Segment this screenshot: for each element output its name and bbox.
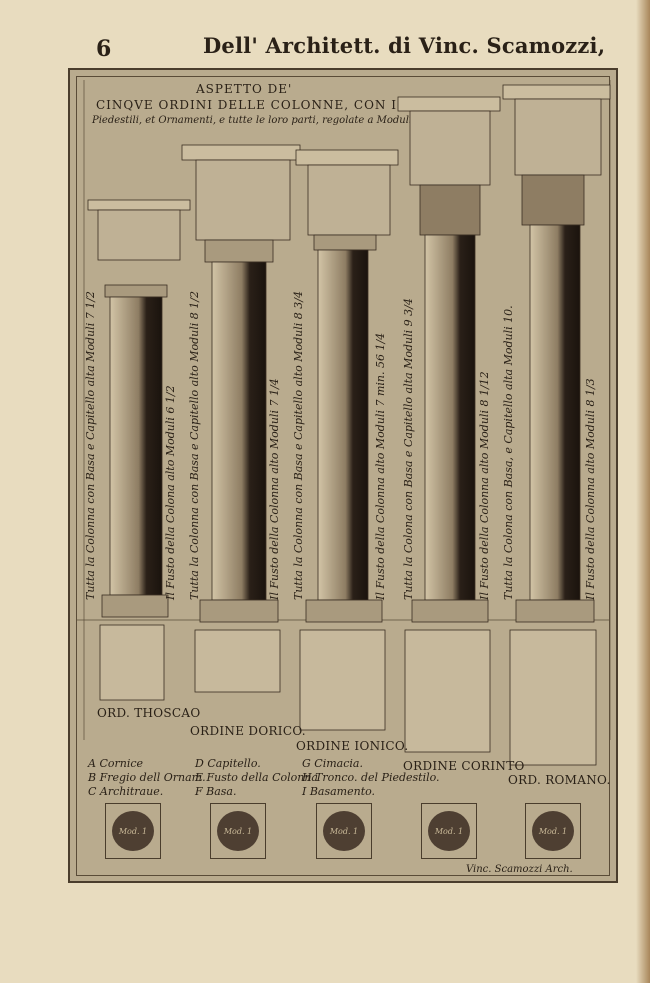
module-diagram-tuscan: Mod. 1 (105, 803, 161, 859)
module-diagram-composite: Mod. 1 (525, 803, 581, 859)
module-circle: Mod. 1 (112, 811, 154, 851)
page-number: 6 (96, 36, 112, 62)
module-diagram-ionic: Mod. 1 (316, 803, 372, 859)
plate-title-line1: ASPETTO DE' (196, 82, 293, 96)
module-label: Mod. 1 (434, 826, 464, 836)
module-label: Mod. 1 (538, 826, 568, 836)
plate-title-line2: CINQVE ORDINI DELLE COLONNE, CON I (96, 98, 397, 112)
tuscan-column-height-text: Tutta la Colonna con Basa e Capitello al… (84, 291, 97, 600)
doric-shaft-height-text: Il Fusto della Colonna alto Moduli 7 1/4 (268, 378, 281, 600)
module-diagram-corinthian: Mod. 1 (421, 803, 477, 859)
corinthian-column (397, 96, 501, 753)
module-label: Mod. 1 (118, 826, 148, 836)
legend-item: E Fusto della Colonna (195, 771, 318, 784)
module-diagram-doric: Mod. 1 (210, 803, 266, 859)
legend-item: F Basa. (195, 785, 237, 798)
page-edge-shadow (636, 0, 650, 983)
legend-item: C Architraue. (88, 785, 164, 798)
module-circle: Mod. 1 (428, 811, 470, 851)
legend-item: H Tronco. del Piedestilo. (302, 771, 440, 784)
plate-inner-frame (76, 76, 610, 876)
legend-column-2: D Capitello. E Fusto della Colonna F Bas… (195, 757, 318, 799)
legend-item: A Cornice (88, 757, 144, 770)
tuscan-shaft-height-text: Il Fusto della Colona alto Moduli 6 1/2 (164, 385, 177, 600)
module-circle: Mod. 1 (532, 811, 574, 851)
order-label-tuscan: ORD. THOSCAO (97, 706, 201, 720)
tuscan-column (87, 199, 191, 701)
engraver-signature: Vinc. Scamozzi Arch. (466, 864, 573, 875)
corinthian-column-height-text: Tutta la Colona con Basa e Capitello alt… (402, 298, 415, 600)
order-label-doric: ORDINE DORICO. (190, 724, 306, 738)
composite-shaft-height-text: Il Fusto della Colonna alto Moduli 8 1/3 (584, 378, 597, 600)
module-label: Mod. 1 (329, 826, 359, 836)
order-label-ionic: ORDINE IONICO. (296, 739, 409, 753)
ionic-shaft-height-text: Il Fusto della Colonna alto Moduli 7 min… (374, 332, 387, 600)
module-label: Mod. 1 (223, 826, 253, 836)
corinthian-shaft-height-text: Il Fusto della Colonna alto Moduli 8 1/1… (478, 371, 491, 600)
ionic-column-height-text: Tutta la Colonna con Basa e Capitello al… (292, 291, 305, 600)
order-label-composite: ORD. ROMANO. (508, 773, 611, 787)
legend-column-3: G Cimacia. H Tronco. del Piedestilo. I B… (302, 757, 440, 799)
plate-subtitle: Piedestili, et Ornamenti, e tutte le lor… (92, 115, 416, 126)
legend-item: I Basamento. (302, 785, 376, 798)
doric-column (181, 144, 301, 693)
ionic-column (295, 149, 399, 731)
composite-column (502, 84, 611, 766)
composite-column-height-text: Tutta la Colona con Basa, e Capitello al… (502, 305, 515, 600)
legend-item: D Capitello. (195, 757, 261, 770)
module-circle: Mod. 1 (323, 811, 365, 851)
running-head: Dell' Architett. di Vinc. Scamozzi, (203, 33, 606, 58)
legend-item: G Cimacia. (302, 757, 363, 770)
doric-column-height-text: Tutta la Colonna con Basa e Capitello al… (188, 291, 201, 600)
legend-column-1: A Cornice B Fregio dell Ornam. C Architr… (88, 757, 206, 799)
order-label-corinthian: ORDINE CORINTO (403, 759, 525, 773)
module-circle: Mod. 1 (217, 811, 259, 851)
legend-item: B Fregio dell Ornam. (88, 771, 206, 784)
